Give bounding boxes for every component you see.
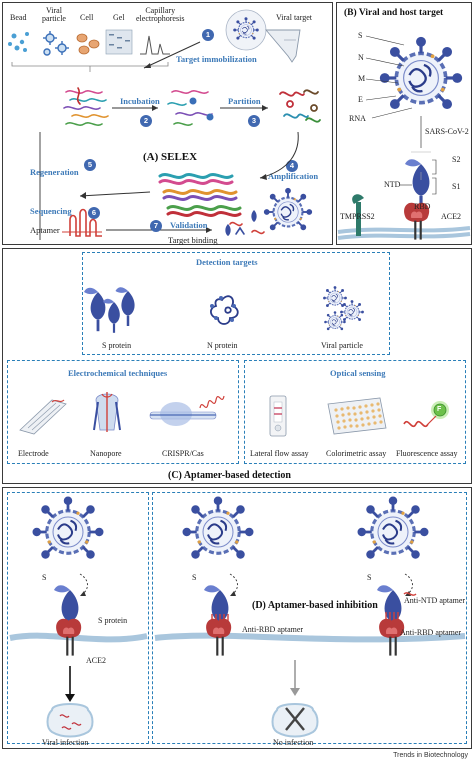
step-3-badge: 3 — [248, 115, 260, 127]
label-tmprss2: TMPRSS2 — [340, 212, 375, 221]
panel-b-viral-host — [336, 2, 472, 245]
cell-icon — [76, 33, 100, 55]
label-viral-target: Viral target — [276, 13, 313, 22]
label-anti-rbd-aptamer-middle: Anti-RBD aptamer — [242, 625, 304, 634]
label-rbd: RBD — [414, 202, 431, 211]
panel-a-title: (A) SELEX — [143, 151, 198, 163]
label-lateral-flow: Lateral flow assay — [250, 449, 309, 458]
step-6-label: Sequencing — [30, 206, 72, 216]
step-2-label: Incubation — [120, 96, 160, 106]
no-infection-cell-icon — [271, 703, 319, 738]
label-viral-infection: Viral infection — [42, 738, 89, 747]
electrode-icon — [19, 399, 67, 435]
label-target-binding: Target binding — [168, 235, 218, 245]
step-2-badge: 2 — [140, 115, 152, 127]
electrochemical-illustrations — [19, 392, 225, 435]
step-1-label: Target immobilization — [176, 54, 257, 64]
crispr-cas-icon — [149, 395, 225, 426]
step-1-badge: 1 — [202, 29, 214, 41]
bead-icon — [8, 32, 29, 52]
label-fluorescence: Fluorescence assay — [396, 449, 458, 458]
label-ace2: ACE2 — [441, 212, 461, 221]
footer-journal: Trends in Biotechnology — [393, 752, 468, 759]
nanopore-icon — [93, 392, 121, 432]
label-e: E — [358, 95, 363, 104]
tmprss2-icon — [352, 194, 364, 236]
optical-illustrations — [269, 395, 449, 437]
label-s-protein: S protein — [102, 341, 132, 350]
arrow-step1 — [143, 41, 201, 69]
step-3-label: Partition — [228, 96, 261, 106]
step-5-badge: 5 — [84, 159, 96, 171]
label-nanopore: Nanopore — [90, 449, 122, 458]
label-cell: Cell — [80, 13, 94, 22]
label-aptamer: Aptamer — [30, 225, 60, 235]
step-4-label: Amplification — [268, 171, 319, 181]
box-optical — [244, 360, 466, 464]
viral-infection-cell-icon — [46, 703, 94, 738]
label-rna: RNA — [349, 114, 366, 123]
label-gel: Gel — [113, 13, 125, 22]
label-n: N — [358, 53, 364, 62]
box-detection-targets — [82, 252, 390, 355]
label-m: M — [358, 74, 366, 83]
step-4-badge: 4 — [286, 160, 298, 172]
library-illustrations — [8, 29, 170, 72]
sars-cov-2-virion — [365, 35, 463, 148]
selex-row2-illustrations — [63, 87, 321, 126]
label-s-right: S — [367, 573, 372, 582]
step-6-badge: 6 — [88, 207, 100, 219]
amplification-illustration — [158, 131, 313, 231]
label-sars-cov-2: SARS-CoV-2 — [425, 127, 469, 136]
label-s-protein-d: S protein — [98, 616, 128, 625]
step-7-label: Validation — [170, 220, 208, 230]
panel-c-detection — [2, 248, 472, 484]
step-5-label: Regeneration — [30, 167, 79, 177]
aptamer-sequence-illustration — [62, 208, 265, 237]
label-capillary-electrophoresis: Capillary electrophoresis — [136, 6, 185, 24]
label-crispr-cas: CRISPR/Cas — [162, 449, 204, 458]
label-anti-ntd-aptamer: Anti-NTD aptamer — [404, 596, 466, 605]
box-infection — [7, 492, 149, 744]
label-no-infection: No infection — [273, 738, 314, 747]
detection-targets-illustrations — [82, 286, 364, 334]
label-ace2-d: ACE2 — [86, 656, 106, 665]
detection-targets-title: Detection targets — [196, 257, 258, 267]
label-bead: Bead — [10, 13, 27, 22]
electrochemical-title: Electrochemical techniques — [68, 368, 168, 378]
viral-particle-icon — [43, 31, 69, 56]
viral-target-illustration — [225, 9, 301, 63]
label-s-middle: S — [192, 573, 197, 582]
label-ntd: NTD — [384, 180, 401, 189]
lateral-flow-icon — [269, 395, 287, 437]
panel-d-title: (D) Aptamer-based inhibition — [252, 600, 378, 611]
regeneration-arrow — [39, 132, 151, 240]
label-anti-rbd-aptamer-right: Anti-RBD aptamer — [400, 628, 462, 637]
panel-b-title: (B) Viral and host target — [344, 8, 444, 18]
panel-a-selex — [2, 2, 333, 245]
panel-d-inhibition — [2, 487, 472, 749]
label-electrode: Electrode — [18, 449, 49, 458]
label-viral-particle-target: Viral particle — [321, 341, 363, 350]
capillary-electrophoresis-icon — [140, 35, 170, 55]
label-n-protein: N protein — [207, 341, 238, 350]
step-7-badge: 7 — [150, 220, 162, 232]
spike-and-receptors — [337, 151, 471, 241]
label-s-left: S — [42, 573, 47, 582]
label-colorimetric: Colorimetric assay — [326, 449, 387, 458]
fluorescence-icon — [403, 401, 449, 428]
box-inhibition — [152, 492, 467, 744]
colorimetric-wells — [334, 402, 383, 430]
label-s1: S1 — [452, 182, 461, 191]
gel-icon — [105, 29, 133, 55]
optical-title: Optical sensing — [330, 368, 386, 378]
box-electrochemical — [7, 360, 239, 464]
fluorophore-label: F — [437, 406, 442, 413]
colorimetric-plate-icon — [327, 397, 387, 435]
label-viral-particle: Viral particle — [42, 6, 66, 24]
label-s: S — [358, 31, 363, 40]
panel-c-title: (C) Aptamer-based detection — [168, 470, 291, 481]
label-s2: S2 — [452, 155, 461, 164]
